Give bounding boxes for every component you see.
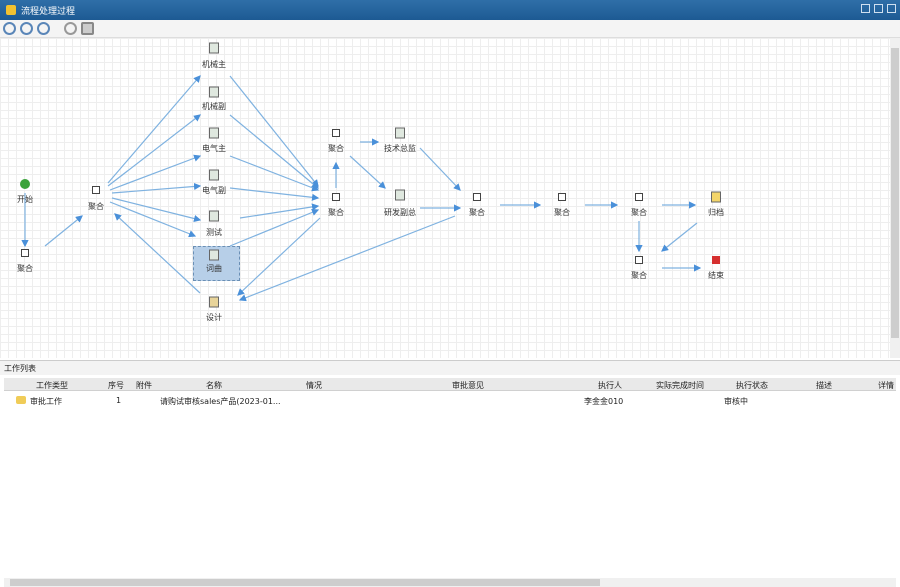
workflow-canvas[interactable]: 开始 聚合 聚合 机械主 机械副 电气主 电气副 测试 词曲 设计 聚合 聚合 …: [0, 38, 890, 358]
column-header[interactable]: 描述: [816, 381, 832, 390]
join-label: 聚合: [17, 264, 33, 273]
join-label: 聚合: [328, 144, 344, 153]
window-title: 流程处理过程: [21, 6, 76, 17]
task-icon[interactable]: [209, 169, 219, 181]
minimize-button[interactable]: [861, 4, 870, 13]
column-header[interactable]: 序号: [108, 381, 124, 390]
column-header[interactable]: 详情: [878, 381, 894, 390]
app-logo-icon: [6, 5, 16, 15]
archive-icon[interactable]: [711, 191, 721, 203]
start-label: 开始: [17, 195, 33, 204]
cell-status: 审核中: [724, 397, 748, 406]
task-label: 机械主: [202, 60, 226, 69]
join-node[interactable]: [635, 193, 643, 201]
column-header[interactable]: 执行状态: [736, 381, 768, 390]
task-label: 词曲: [206, 264, 222, 273]
toolbar: [0, 20, 900, 38]
cell-type: 审批工作: [30, 397, 62, 406]
horizontal-scrollbar[interactable]: [4, 578, 896, 587]
column-header[interactable]: 审批意见: [452, 381, 484, 390]
end-label: 结束: [708, 271, 724, 280]
task-icon[interactable]: [209, 86, 219, 98]
end-node-icon[interactable]: [712, 256, 720, 264]
join-node[interactable]: [21, 249, 29, 257]
column-header[interactable]: 工作类型: [36, 381, 68, 390]
table-row[interactable]: 审批工作 1 请购试审核sales产品(2023-01... 李金金010 审核…: [4, 394, 896, 407]
column-header[interactable]: 实际完成时间: [656, 381, 704, 390]
folder-icon: [16, 396, 26, 404]
join-label: 聚合: [88, 202, 104, 211]
title-bar: 流程处理过程: [0, 0, 900, 20]
table-header: 工作类型 序号 附件 名称 情况 审批意见 执行人 实际完成时间 执行状态 描述…: [4, 378, 896, 391]
start-node-icon[interactable]: [20, 179, 30, 189]
column-header[interactable]: 情况: [306, 381, 322, 390]
zoom-fit-icon[interactable]: [37, 22, 50, 35]
maximize-button[interactable]: [874, 4, 883, 13]
column-header[interactable]: 执行人: [598, 381, 622, 390]
task-label: 测试: [206, 228, 222, 237]
join-label: 聚合: [631, 208, 647, 217]
join-node[interactable]: [473, 193, 481, 201]
task-label: 机械副: [202, 102, 226, 111]
join-label: 聚合: [631, 271, 647, 280]
task-label: 电气副: [202, 186, 226, 195]
task-icon[interactable]: [395, 127, 405, 139]
task-icon[interactable]: [209, 127, 219, 139]
task-icon[interactable]: [209, 42, 219, 54]
worklist-title: 工作列表: [0, 361, 900, 375]
join-label: 聚合: [328, 208, 344, 217]
join-label: 聚合: [554, 208, 570, 217]
close-button[interactable]: [887, 4, 896, 13]
join-node[interactable]: [92, 186, 100, 194]
task-label: 研发副总: [384, 208, 416, 217]
workflow-edges: [21, 75, 702, 302]
archive-label: 归档: [708, 208, 724, 217]
task-label: 技术总监: [384, 144, 416, 153]
cell-index: 1: [116, 396, 122, 405]
zoom-in-icon[interactable]: [3, 22, 16, 35]
join-node[interactable]: [332, 129, 340, 137]
join-label: 聚合: [469, 208, 485, 217]
cell-name: 请购试审核sales产品(2023-01...: [160, 397, 281, 406]
refresh-icon[interactable]: [64, 22, 77, 35]
task-label: 电气主: [202, 144, 226, 153]
zoom-out-icon[interactable]: [20, 22, 33, 35]
column-header[interactable]: 附件: [136, 381, 152, 390]
print-icon[interactable]: [81, 22, 94, 35]
task-icon[interactable]: [209, 249, 219, 261]
join-node[interactable]: [558, 193, 566, 201]
worklist-panel: 工作列表 工作类型 序号 附件 名称 情况 审批意见 执行人 实际完成时间 执行…: [0, 360, 900, 587]
join-node[interactable]: [635, 256, 643, 264]
task-label: 设计: [206, 313, 222, 322]
vertical-scrollbar[interactable]: [890, 38, 900, 358]
cell-assignee: 李金金010: [584, 397, 624, 406]
design-task-icon[interactable]: [209, 296, 219, 308]
join-node[interactable]: [332, 193, 340, 201]
task-icon[interactable]: [395, 189, 405, 201]
task-icon[interactable]: [209, 210, 219, 222]
column-header[interactable]: 名称: [206, 381, 222, 390]
